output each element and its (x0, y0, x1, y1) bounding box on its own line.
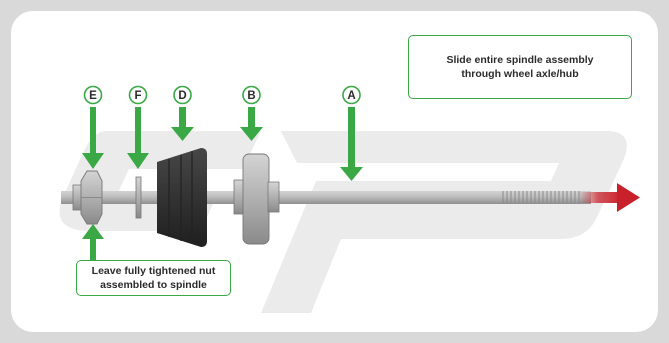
collar-b (233, 153, 280, 245)
badge-f: F (128, 85, 148, 105)
washer-f (135, 176, 142, 219)
indicator-arrow-a (340, 107, 363, 181)
nut-instruction-line2: assembled to spindle (100, 279, 207, 291)
nut-e (72, 170, 103, 225)
badge-e-label: E (89, 90, 97, 102)
badge-b: B (242, 85, 261, 105)
indicator-arrow-nut (82, 224, 104, 260)
badge-d: D (173, 85, 192, 105)
badge-e: E (83, 85, 103, 105)
badge-d-label: D (178, 90, 186, 102)
nut-instruction-line1: Leave fully tightened nut (91, 265, 216, 277)
badge-b-label: B (247, 90, 255, 102)
indicator-arrow-d (171, 107, 194, 141)
direction-arrow (579, 183, 640, 212)
indicator-arrow-b (240, 107, 263, 141)
slide-instruction-line2: through wheel axle/hub (461, 68, 579, 80)
badge-a-label: A (347, 90, 355, 102)
badge-f-label: F (134, 90, 141, 102)
nut-instruction-callout: Leave fully tightened nut assembled to s… (76, 260, 231, 296)
badge-a: A (342, 85, 361, 105)
slide-instruction-callout: Slide entire spindle assembly through wh… (408, 35, 632, 99)
cone-d (157, 148, 207, 247)
diagram-panel: E F D B A Slide entire spindle assembly … (11, 11, 658, 332)
slide-instruction-line1: Slide entire spindle assembly (446, 54, 594, 66)
indicator-arrow-f (127, 107, 149, 169)
watermark-logo (59, 131, 627, 313)
spindle-diagram: E F D B A (59, 85, 640, 313)
indicator-arrow-e (82, 107, 104, 169)
